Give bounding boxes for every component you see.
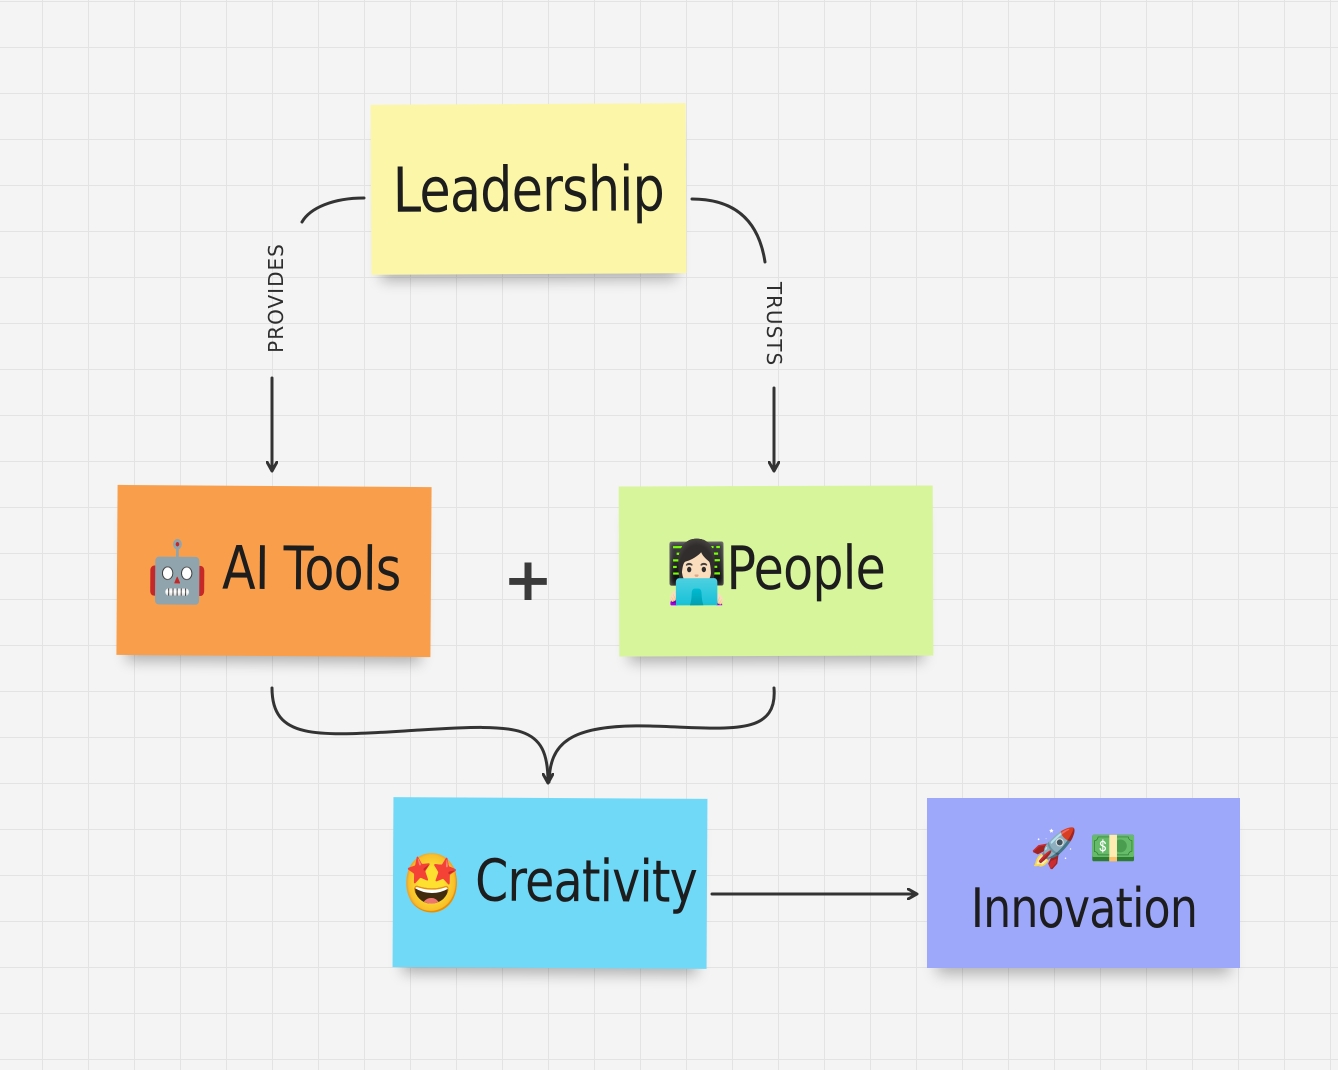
edge-people-to-creativity[interactable]: [547, 686, 776, 784]
sticky-note-creativity[interactable]: 🤩 Creativity: [392, 797, 708, 969]
sticky-note-people[interactable]: 👩🏻‍💻People: [618, 485, 934, 657]
edge-leadership-to-ai-tools[interactable]: [272, 196, 366, 470]
sticky-note-innovation[interactable]: 🚀 💵 Innovation: [927, 798, 1240, 968]
edge-label-provides: PROVIDES: [264, 243, 288, 353]
sticky-note-leadership[interactable]: Leadership: [370, 103, 687, 275]
note-label-ai-tools: AI Tools: [222, 533, 402, 605]
technologist-icon: 👩🏻‍💻: [666, 538, 728, 609]
note-label-innovation: Innovation: [970, 877, 1197, 940]
note-label-people: People: [726, 533, 886, 605]
edge-leadership-to-people[interactable]: [690, 197, 774, 470]
edge-label-trusts: TRUSTS: [762, 281, 786, 367]
star-struck-icon: 🤩: [402, 849, 462, 918]
sticky-note-ai-tools[interactable]: 🤖 AI Tools: [116, 484, 432, 658]
plus-operator: +: [502, 545, 554, 615]
note-label-creativity: Creativity: [475, 846, 698, 916]
robot-icon: 🤖: [146, 537, 208, 608]
rocket-money-icon: 🚀 💵: [1030, 826, 1137, 870]
note-label-leadership: Leadership: [392, 151, 665, 227]
edge-ai-tools-to-creativity[interactable]: [270, 686, 548, 782]
